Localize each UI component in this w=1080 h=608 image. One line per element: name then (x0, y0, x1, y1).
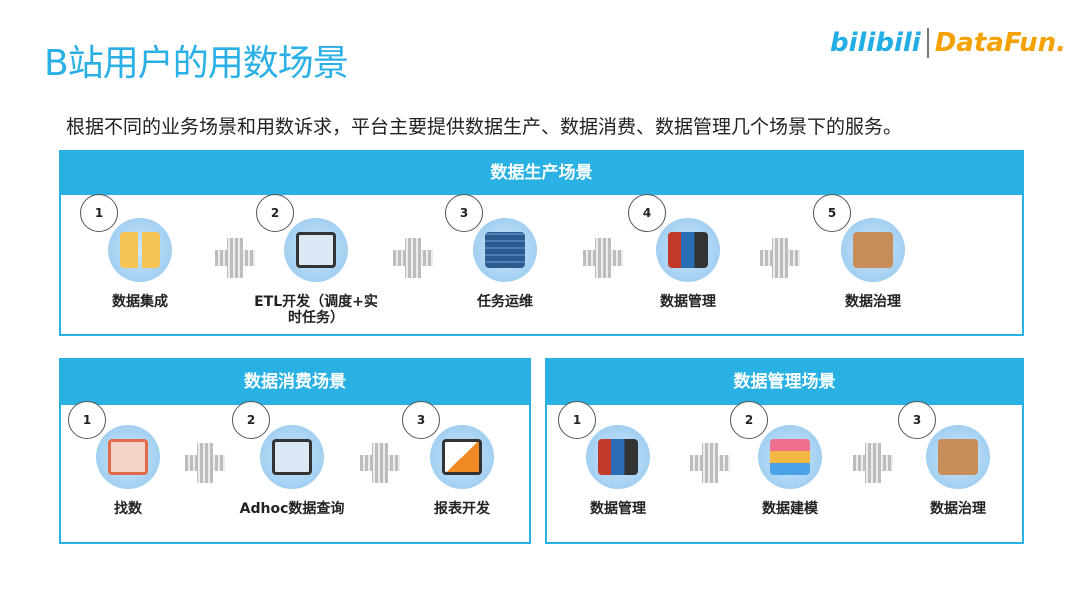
step-number: 3 (402, 401, 440, 439)
item-label: 任务运维 (477, 294, 533, 310)
item-label: 找数 (114, 501, 142, 517)
datafun-logo: DataFun. (934, 28, 1066, 58)
monitor-hourglass-icon: 2 (256, 194, 348, 282)
step-number: 4 (628, 194, 666, 232)
step-number: 5 (813, 194, 851, 232)
step-number: 2 (232, 401, 270, 439)
item-label: 报表开发 (434, 501, 490, 517)
monitor-query-icon-glyph (272, 439, 312, 475)
consumption-item[interactable]: 1 找数 (63, 401, 193, 517)
page-title: B站用户的用数场景 (44, 43, 349, 84)
boxes-icon: 3 (898, 401, 990, 489)
boxes-icon-glyph (938, 439, 978, 475)
item-label: ETL开发（调度+实时任务） (254, 294, 378, 326)
subtitle: 根据不同的业务场景和用数诉求，平台主要提供数据生产、数据消费、数据管理几个场景下… (66, 116, 903, 138)
monitor-hourglass-icon-glyph (296, 232, 336, 268)
logo: bilibili DataFun. (830, 28, 1066, 58)
management-item[interactable]: 3 数据治理 (893, 401, 1023, 517)
panel-header: 数据管理场景 (547, 360, 1022, 405)
binders-icon: 1 (558, 401, 650, 489)
item-label: 数据管理 (660, 294, 716, 310)
production-item[interactable]: 5 数据治理 (808, 194, 938, 310)
binders-icon-glyph (598, 439, 638, 475)
search-document-icon: 1 (68, 401, 160, 489)
item-label: 数据管理 (590, 501, 646, 517)
panel-header: 数据生产场景 (61, 152, 1022, 195)
chart-monitor-icon: 3 (402, 401, 494, 489)
bilibili-logo: bilibili (830, 28, 921, 58)
item-label: 数据治理 (930, 501, 986, 517)
consumption-item[interactable]: 3 报表开发 (397, 401, 527, 517)
item-label: 数据建模 (762, 501, 818, 517)
search-document-icon-glyph (108, 439, 148, 475)
binders-icon-glyph (668, 232, 708, 268)
step-number: 1 (558, 401, 596, 439)
item-label: 数据治理 (845, 294, 901, 310)
chart-monitor-icon-glyph (442, 439, 482, 475)
layers-icon: 2 (730, 401, 822, 489)
item-label: 数据集成 (112, 294, 168, 310)
step-number: 1 (80, 194, 118, 232)
item-label: Adhoc数据查询 (239, 501, 345, 517)
panel-header: 数据消费场景 (61, 360, 529, 405)
monitor-query-icon: 2 (232, 401, 324, 489)
logo-divider (926, 28, 929, 58)
boxes-icon-glyph (853, 232, 893, 268)
step-number: 2 (256, 194, 294, 232)
production-item[interactable]: 1 数据集成 (75, 194, 205, 310)
layers-icon-glyph (770, 439, 810, 475)
server-icon-glyph (485, 232, 525, 268)
step-number: 2 (730, 401, 768, 439)
folder-transfer-icon-glyph (120, 232, 160, 268)
management-item[interactable]: 1 数据管理 (553, 401, 683, 517)
folder-transfer-icon: 1 (80, 194, 172, 282)
production-item[interactable]: 3 任务运维 (440, 194, 570, 310)
boxes-icon: 5 (813, 194, 905, 282)
binders-icon: 4 (628, 194, 720, 282)
step-number: 1 (68, 401, 106, 439)
management-item[interactable]: 2 数据建模 (725, 401, 855, 517)
production-item[interactable]: 4 数据管理 (623, 194, 753, 310)
step-number: 3 (898, 401, 936, 439)
step-number: 3 (445, 194, 483, 232)
server-icon: 3 (445, 194, 537, 282)
